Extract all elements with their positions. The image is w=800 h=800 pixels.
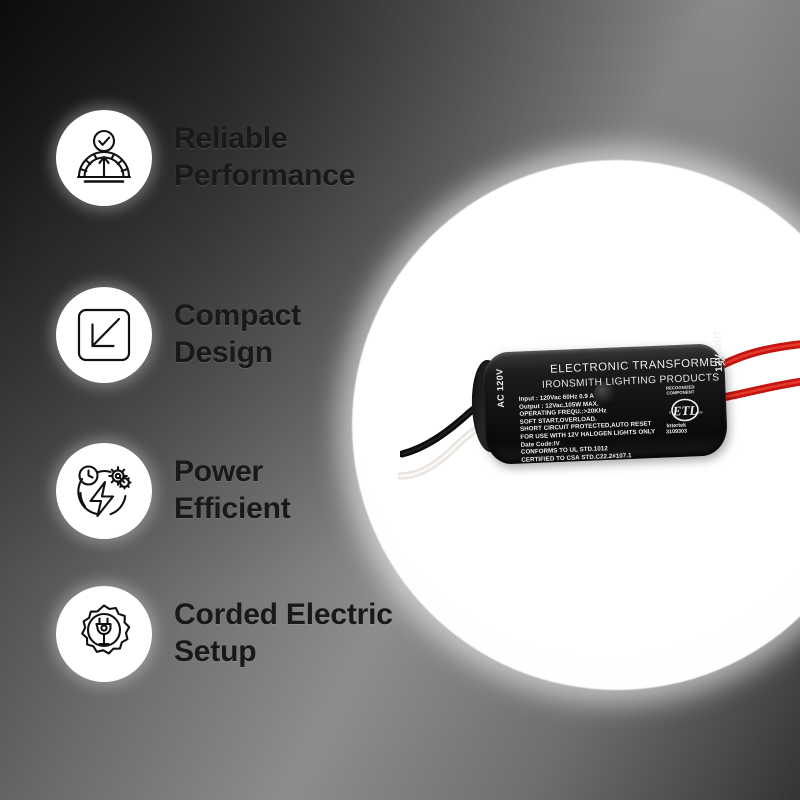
feature-icon-badge	[56, 287, 152, 383]
feature-item-reliable-performance[interactable]: Reliable Performance	[56, 110, 355, 206]
feature-item-corded-electric-setup[interactable]: Corded Electric Setup	[56, 586, 393, 682]
label-input-voltage: AC 120V	[494, 368, 506, 408]
feature-icon-badge	[56, 110, 152, 206]
feature-label: Compact Design	[174, 298, 301, 371]
feature-label-line-2: Efficient	[174, 492, 291, 525]
label-recognized-component: RECOGNIZED COMPONENT	[666, 384, 695, 396]
label-output-voltage: 12V OUT	[712, 329, 725, 372]
feature-icon-badge	[56, 443, 152, 539]
svg-text:ETL: ETL	[671, 402, 697, 418]
svg-text:c: c	[669, 410, 671, 415]
svg-text:us: us	[698, 409, 703, 414]
feature-item-compact-design[interactable]: Compact Design	[56, 287, 301, 383]
feature-item-power-efficient[interactable]: Power Efficient	[56, 443, 291, 539]
label-spec-block: Input : 120Vac 60Hz 0.9 A Output : 12Vac…	[519, 390, 657, 464]
feature-label-line-1: Power	[174, 455, 264, 489]
feature-label-line-1: Compact	[174, 299, 301, 333]
feature-label: Reliable Performance	[174, 121, 355, 194]
compact-shrink-arrow-icon	[77, 308, 131, 362]
feature-label-line-1: Corded Electric	[174, 598, 393, 632]
intertek-number: 3109303	[666, 428, 688, 436]
power-bolt-clock-gear-icon	[77, 465, 132, 518]
feature-list: Reliable Performance Compact Design	[56, 110, 393, 682]
etl-certification-icon: ETL c us	[669, 398, 703, 422]
feature-label: Power Efficient	[174, 454, 291, 527]
gauge-check-icon	[76, 129, 132, 183]
label-intertek: Intertek 3109303	[666, 423, 688, 437]
feature-label-line-1: Reliable	[174, 122, 288, 156]
gear-plug-icon	[81, 604, 131, 655]
feature-label-line-2: Performance	[174, 159, 356, 192]
feature-label-line-2: Setup	[174, 635, 257, 668]
feature-label: Corded Electric Setup	[174, 597, 393, 670]
electronic-transformer-product: ELECTRONIC TRANSFORMER IRONSMITH LIGHTIN…	[398, 329, 800, 520]
feature-label-line-2: Design	[174, 336, 273, 369]
feature-icon-badge	[56, 586, 152, 682]
